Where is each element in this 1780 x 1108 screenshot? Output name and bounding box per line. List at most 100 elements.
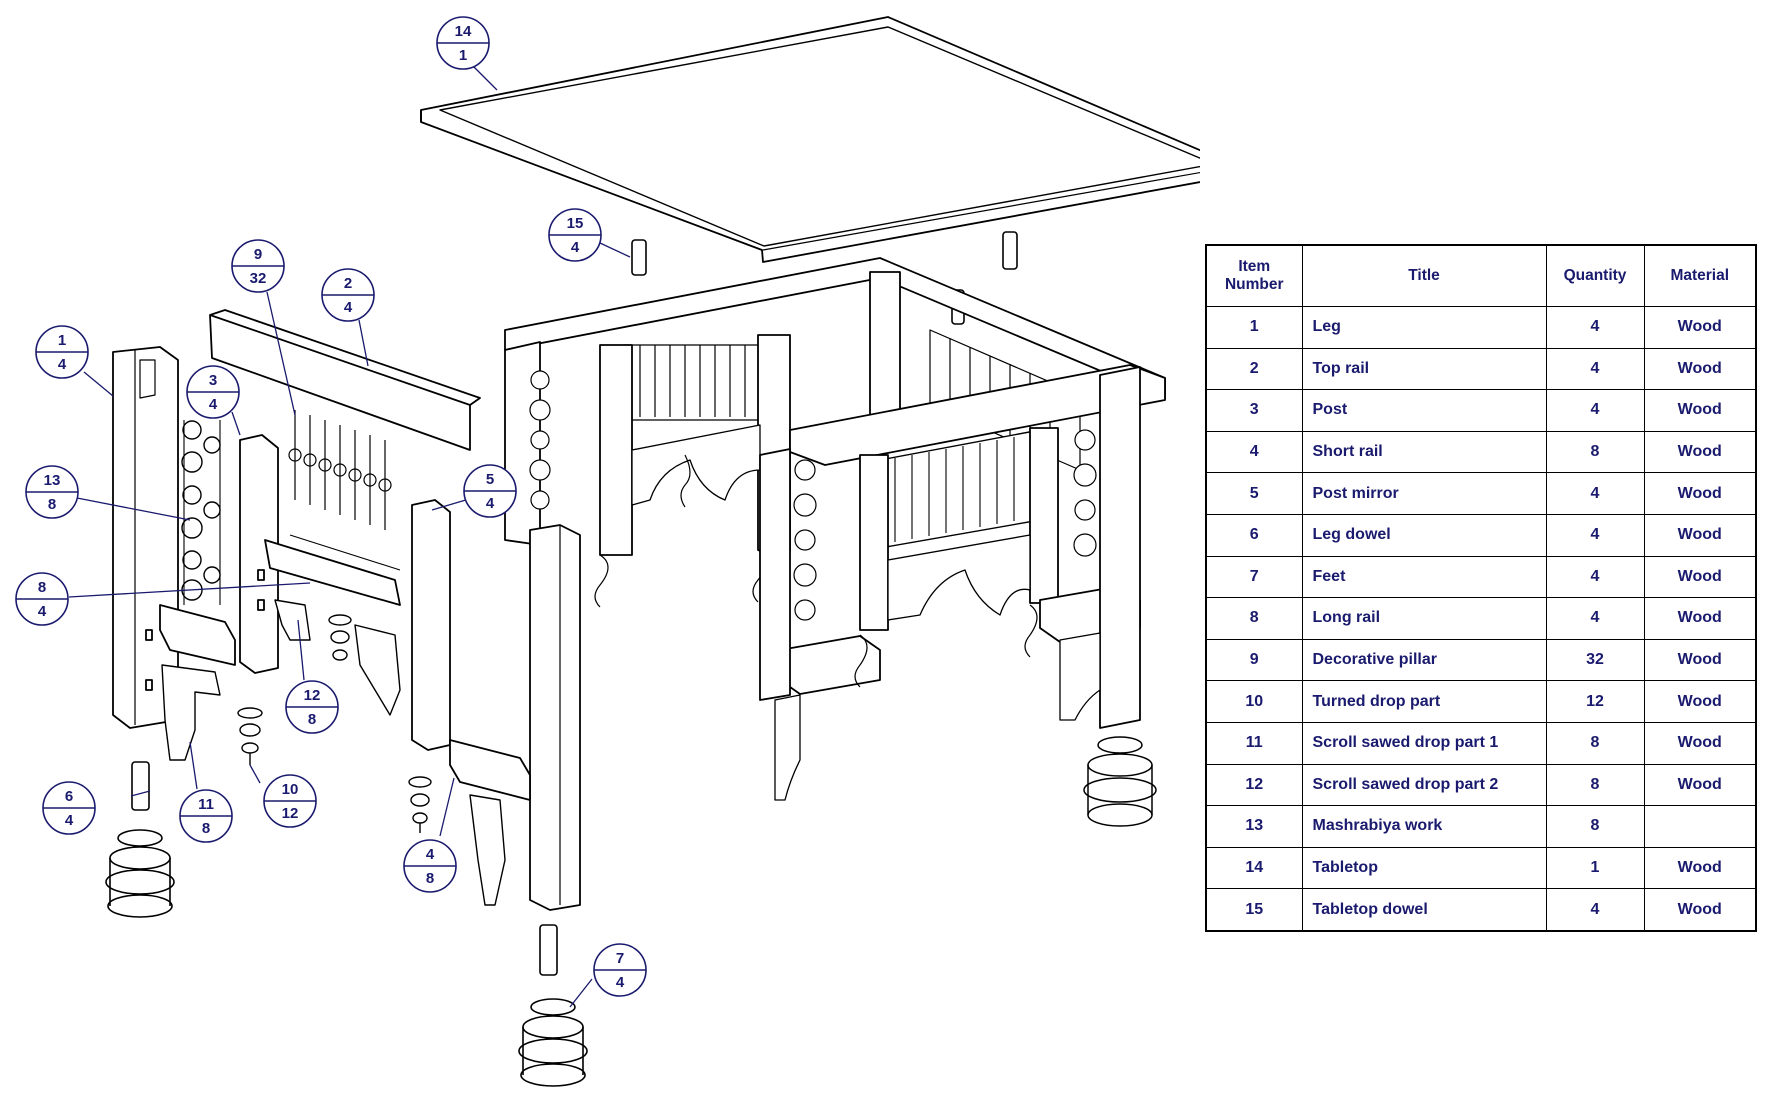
feet-part xyxy=(105,829,588,1087)
bom-item: 3 xyxy=(1205,389,1303,432)
bom-material: Wood xyxy=(1643,306,1757,349)
bom-title: Top rail xyxy=(1301,347,1547,391)
bom-title: Tabletop dowel xyxy=(1301,888,1547,932)
scroll-sawed-drop-part xyxy=(161,599,506,906)
balloon-item: 5 xyxy=(486,471,494,488)
balloon-2: 2 4 xyxy=(321,268,375,322)
bom-quantity: 4 xyxy=(1545,513,1645,557)
short-rail-part-front xyxy=(449,739,531,801)
post-mirror-part xyxy=(411,499,451,751)
table-row: 3 Post 4 Wood xyxy=(1205,389,1757,432)
bom-item: 12 xyxy=(1205,763,1303,807)
bom-title: Post xyxy=(1301,389,1547,432)
bom-material xyxy=(1643,805,1757,848)
bom-item: 8 xyxy=(1205,597,1303,640)
bom-item: 7 xyxy=(1205,555,1303,599)
bom-title: Feet xyxy=(1301,555,1547,599)
bom-material: Wood xyxy=(1643,597,1757,640)
bom-material: Wood xyxy=(1643,513,1757,557)
bom-quantity: 4 xyxy=(1545,597,1645,640)
bom-header-quantity: Quantity xyxy=(1545,244,1645,307)
balloon-item: 14 xyxy=(455,23,472,40)
leg-part-front xyxy=(529,524,581,911)
balloon-1: 1 4 xyxy=(35,325,89,379)
bom-title: Short rail xyxy=(1301,430,1547,474)
table-row: 5 Post mirror 4 Wood xyxy=(1205,472,1757,515)
bom-material: Wood xyxy=(1643,472,1757,515)
bom-material: Wood xyxy=(1643,721,1757,765)
bom-quantity: 4 xyxy=(1545,389,1645,432)
tabletop-part xyxy=(420,16,1200,263)
balloon-quantity: 8 xyxy=(308,711,316,728)
bom-material: Wood xyxy=(1643,763,1757,807)
balloon-item: 11 xyxy=(198,796,214,813)
balloon-9: 9 32 xyxy=(231,239,285,293)
balloon-item: 7 xyxy=(616,950,624,967)
exploded-assembly-drawing: 14 1 15 4 9 32 2 4 1 4 3 4 13 8 5 4 8 4 xyxy=(15,16,1200,1087)
balloon-quantity: 4 xyxy=(38,603,47,620)
bom-quantity: 8 xyxy=(1545,763,1645,807)
bom-item: 2 xyxy=(1205,347,1303,391)
bom-item: 4 xyxy=(1205,430,1303,474)
balloon-10: 10 12 xyxy=(263,774,317,828)
balloon-quantity: 1 xyxy=(459,47,467,64)
balloon-item: 15 xyxy=(567,215,584,232)
bom-item: 13 xyxy=(1205,805,1303,848)
long-rail-part xyxy=(264,534,401,606)
mashrabiya-work-part xyxy=(181,420,221,605)
balloon-quantity: 32 xyxy=(250,270,267,287)
bom-quantity: 4 xyxy=(1545,888,1645,932)
table-row: 4 Short rail 8 Wood xyxy=(1205,430,1757,474)
balloon-item: 9 xyxy=(254,246,262,263)
table-row: 13 Mashrabiya work 8 xyxy=(1205,805,1757,848)
bill-of-materials-table: Item Number Title Quantity Material 1 Le… xyxy=(1205,244,1757,932)
top-rail-part xyxy=(209,309,481,451)
balloon-13: 13 8 xyxy=(25,465,79,519)
balloon-item: 13 xyxy=(44,472,61,489)
table-row: 6 Leg dowel 4 Wood xyxy=(1205,513,1757,557)
bom-title: Scroll sawed drop part 2 xyxy=(1301,763,1547,807)
balloon-4: 4 8 xyxy=(403,839,457,893)
bom-title: Scroll sawed drop part 1 xyxy=(1301,721,1547,765)
balloon-item: 3 xyxy=(209,372,217,389)
balloon-3: 3 4 xyxy=(186,365,240,419)
balloon-quantity: 8 xyxy=(202,820,210,837)
balloon-quantity: 8 xyxy=(426,870,434,887)
bom-item: 14 xyxy=(1205,846,1303,890)
table-row: 9 Decorative pillar 32 Wood xyxy=(1205,638,1757,682)
balloon-item: 2 xyxy=(344,275,352,292)
balloon-11: 11 8 xyxy=(179,789,233,843)
table-row: 11 Scroll sawed drop part 1 8 Wood xyxy=(1205,721,1757,765)
bom-item: 11 xyxy=(1205,721,1303,765)
bom-quantity: 8 xyxy=(1545,430,1645,474)
bom-item: 15 xyxy=(1205,888,1303,932)
balloon-14: 14 1 xyxy=(436,16,490,70)
balloon-item: 1 xyxy=(58,332,66,349)
bom-quantity: 12 xyxy=(1545,680,1645,723)
balloon-quantity: 4 xyxy=(344,299,353,316)
bom-title: Mashrabiya work xyxy=(1301,805,1547,848)
bom-material: Wood xyxy=(1643,555,1757,599)
balloon-item: 4 xyxy=(426,846,435,863)
balloon-quantity: 12 xyxy=(282,805,299,822)
balloon-12: 12 8 xyxy=(285,680,339,734)
bom-title: Long rail xyxy=(1301,597,1547,640)
bom-header-title: Title xyxy=(1301,244,1547,307)
bom-item: 10 xyxy=(1205,680,1303,723)
balloon-item: 12 xyxy=(304,687,321,704)
table-row: 7 Feet 4 Wood xyxy=(1205,555,1757,599)
bom-quantity: 4 xyxy=(1545,555,1645,599)
balloon-item: 8 xyxy=(38,579,46,596)
bom-header-material: Material xyxy=(1643,244,1757,307)
balloon-quantity: 8 xyxy=(48,496,56,513)
table-row: 2 Top rail 4 Wood xyxy=(1205,347,1757,391)
decorative-pillar-part xyxy=(288,410,392,530)
bom-quantity: 8 xyxy=(1545,805,1645,848)
balloon-6: 6 4 xyxy=(42,781,96,835)
assembled-table-frame xyxy=(504,257,1166,827)
balloon-quantity: 4 xyxy=(571,239,580,256)
short-rail-part-left xyxy=(159,604,236,666)
bom-material: Wood xyxy=(1643,846,1757,890)
bom-quantity: 32 xyxy=(1545,638,1645,682)
balloon-quantity: 4 xyxy=(486,495,495,512)
